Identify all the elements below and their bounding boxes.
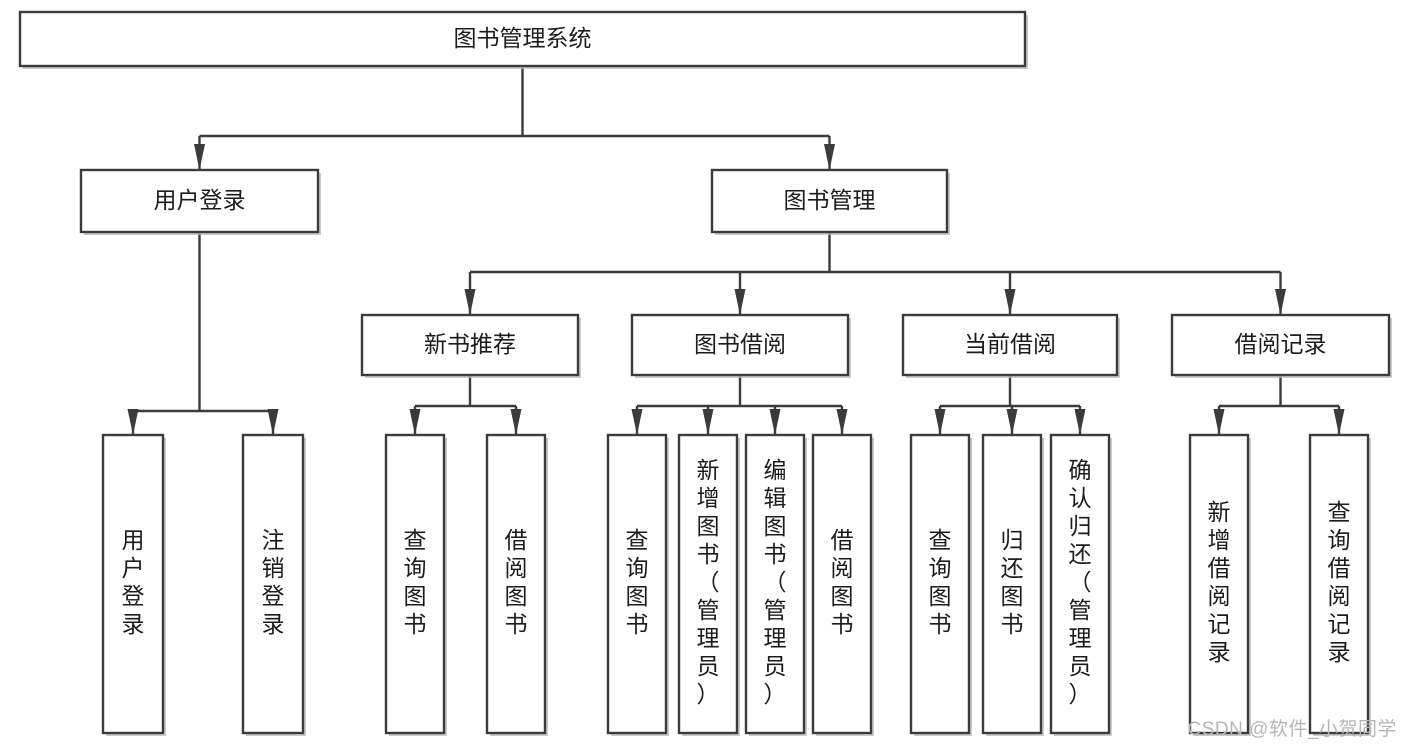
node-border bbox=[1170, 313, 1391, 377]
node-label: 图书管理系统 bbox=[454, 25, 592, 51]
node-new-book-rec[interactable]: 新书推荐 bbox=[360, 313, 581, 378]
node-leaf-query-book-rec[interactable]: 查询图书 bbox=[384, 433, 447, 736]
node-leaf-query-book-bb[interactable]: 查询图书 bbox=[606, 433, 669, 736]
node-border bbox=[241, 433, 305, 735]
node-border bbox=[811, 433, 873, 735]
node-border bbox=[101, 433, 165, 735]
node-leaf-edit-book[interactable]: 编辑图书（管理员） bbox=[744, 433, 807, 736]
node-leaf-add-record[interactable]: 新增借阅记录 bbox=[1188, 433, 1251, 736]
node-border bbox=[744, 433, 806, 735]
book-manage-arrow-1 bbox=[734, 289, 746, 315]
node-leaf-borrow-book-bb[interactable]: 借阅图书 bbox=[811, 433, 874, 736]
node-label: 查询图书 bbox=[404, 527, 427, 637]
current-borrow-arrow-1 bbox=[1006, 409, 1018, 435]
user-login-arrow-1 bbox=[267, 409, 279, 435]
node-current-borrow[interactable]: 当前借阅 bbox=[901, 313, 1120, 378]
user-login-arrow-0 bbox=[127, 409, 139, 435]
root-arrow-0 bbox=[194, 144, 205, 170]
book-borrow-arrow-2 bbox=[769, 409, 781, 435]
nodes-layer: 图书管理系统用户登录图书管理新书推荐图书借阅当前借阅借阅记录用户登录注销登录查询… bbox=[18, 10, 1392, 736]
node-label: 查询图书 bbox=[929, 527, 952, 637]
node-border bbox=[360, 313, 580, 377]
node-border bbox=[677, 433, 739, 735]
node-leaf-query-book-cb[interactable]: 查询图书 bbox=[909, 433, 972, 736]
node-border bbox=[1308, 433, 1370, 735]
node-borrow-record[interactable]: 借阅记录 bbox=[1170, 313, 1392, 378]
node-root[interactable]: 图书管理系统 bbox=[18, 10, 1028, 69]
edges-layer bbox=[127, 66, 1345, 435]
new-book-rec-arrow-1 bbox=[510, 409, 522, 435]
node-label: 新增图书（管理员） bbox=[697, 457, 720, 707]
node-user-login[interactable]: 用户登录 bbox=[79, 168, 321, 235]
node-leaf-query-record[interactable]: 查询借阅记录 bbox=[1308, 433, 1371, 736]
node-border bbox=[901, 313, 1119, 377]
node-label: 确认归还（管理员） bbox=[1069, 457, 1092, 707]
book-borrow-arrow-0 bbox=[631, 409, 643, 435]
node-label: 借阅记录 bbox=[1235, 331, 1327, 357]
node-label: 图书管理 bbox=[784, 187, 876, 213]
node-label: 注销登录 bbox=[262, 527, 285, 637]
node-border bbox=[79, 168, 320, 234]
node-border bbox=[630, 313, 850, 377]
node-border bbox=[1049, 433, 1111, 735]
new-book-rec-arrow-0 bbox=[409, 409, 421, 435]
node-label: 用户登录 bbox=[122, 527, 145, 637]
node-leaf-add-book[interactable]: 新增图书（管理员） bbox=[677, 433, 740, 736]
node-label: 图书借阅 bbox=[694, 331, 786, 357]
current-borrow-arrow-0 bbox=[934, 409, 946, 435]
node-leaf-borrow-book-rec[interactable]: 借阅图书 bbox=[485, 433, 548, 736]
book-manage-arrow-2 bbox=[1004, 289, 1016, 315]
node-border bbox=[18, 10, 1027, 68]
node-label: 新书推荐 bbox=[424, 331, 516, 357]
book-borrow-arrow-1 bbox=[702, 409, 714, 435]
node-label: 查询图书 bbox=[626, 527, 649, 637]
root-arrow-1 bbox=[824, 144, 835, 170]
book-manage-arrow-3 bbox=[1275, 289, 1286, 315]
node-label: 当前借阅 bbox=[964, 331, 1056, 357]
node-label: 用户登录 bbox=[154, 187, 246, 213]
watermark-label: CSDN @软件_小贺同学 bbox=[1187, 719, 1397, 740]
book-borrow-arrow-3 bbox=[836, 409, 848, 435]
node-label: 新增借阅记录 bbox=[1208, 499, 1231, 665]
node-border bbox=[981, 433, 1043, 735]
node-label: 编辑图书（管理员） bbox=[764, 457, 787, 707]
node-leaf-user-login[interactable]: 用户登录 bbox=[101, 433, 166, 736]
borrow-record-arrow-0 bbox=[1213, 409, 1225, 435]
node-label: 归还图书 bbox=[1001, 527, 1024, 637]
node-border bbox=[1188, 433, 1250, 735]
node-label: 借阅图书 bbox=[505, 527, 528, 637]
node-label: 借阅图书 bbox=[831, 527, 854, 637]
node-border bbox=[606, 433, 668, 735]
node-leaf-user-logout[interactable]: 注销登录 bbox=[241, 433, 306, 736]
node-border bbox=[485, 433, 547, 735]
borrow-record-arrow-1 bbox=[1333, 409, 1345, 435]
node-border bbox=[909, 433, 971, 735]
node-book-manage[interactable]: 图书管理 bbox=[710, 168, 950, 235]
node-border bbox=[710, 168, 949, 234]
node-leaf-confirm-return[interactable]: 确认归还（管理员） bbox=[1049, 433, 1112, 736]
node-leaf-return-book[interactable]: 归还图书 bbox=[981, 433, 1044, 736]
book-manage-arrow-0 bbox=[464, 289, 476, 315]
node-label: 查询借阅记录 bbox=[1328, 499, 1351, 665]
node-book-borrow[interactable]: 图书借阅 bbox=[630, 313, 851, 378]
current-borrow-arrow-2 bbox=[1074, 409, 1086, 435]
node-border bbox=[384, 433, 446, 735]
